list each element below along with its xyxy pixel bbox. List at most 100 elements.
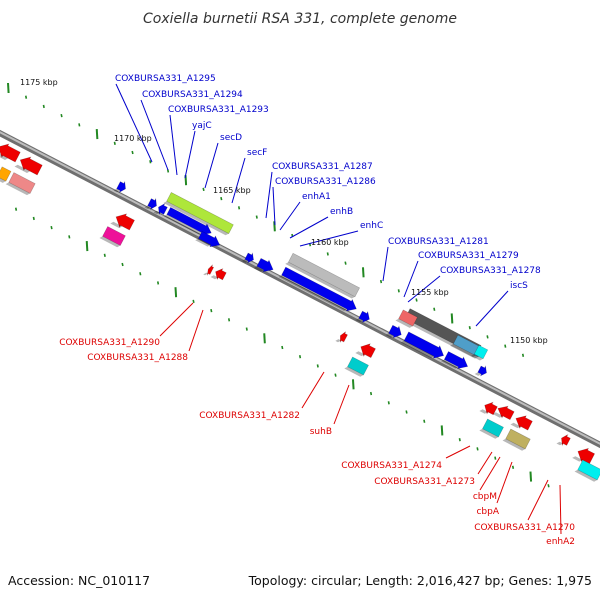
- gene-rev-arrow: [14, 156, 43, 176]
- leader-line: [279, 201, 301, 231]
- tick-mark: [220, 196, 223, 201]
- leader-line: [445, 445, 471, 459]
- tick-mark: [95, 129, 99, 140]
- leader-line: [333, 384, 350, 425]
- gene-cbpA-arrow: [556, 433, 571, 447]
- tick-mark: [433, 307, 436, 311]
- kbp-tick-label: 1170 kbp: [114, 134, 152, 143]
- gene-secD-bar: [163, 192, 234, 236]
- gene-A1278-arrow: [400, 331, 445, 359]
- tick-mark: [78, 123, 81, 127]
- kbp-tick-label: 1160 kbp: [311, 238, 349, 247]
- gene-label-reverse: suhB: [310, 427, 332, 437]
- leader-line: [301, 371, 325, 409]
- tick-mark: [547, 484, 550, 488]
- leader-line: [407, 275, 441, 303]
- gene-label-forward: COXBURSA331_A1287: [272, 162, 373, 172]
- leader-line: [403, 260, 419, 298]
- tick-mark: [210, 308, 213, 313]
- tick-mark: [50, 225, 53, 230]
- gene-label-forward: iscS: [510, 281, 528, 291]
- label-leader-lines: [115, 83, 562, 535]
- tick-mark: [227, 318, 231, 322]
- tick-mark: [351, 379, 355, 390]
- gene-label-forward: enhB: [330, 207, 353, 217]
- gene-label-forward: enhC: [360, 221, 383, 231]
- tick-mark: [273, 221, 276, 232]
- gene-labels: COXBURSA331_A1295COXBURSA331_A1294COXBUR…: [59, 74, 575, 547]
- gene-A1288-arrow: [210, 268, 227, 281]
- tick-mark: [156, 281, 160, 285]
- tick-mark: [423, 419, 426, 423]
- kbp-tick-label: 1150 kbp: [510, 336, 548, 345]
- tick-mark: [255, 215, 258, 219]
- gene-small-arrow: [113, 180, 126, 194]
- gene-label-forward: COXBURSA331_A1281: [388, 237, 489, 247]
- kbp-tick-label: 1175 kbp: [20, 78, 58, 87]
- leader-line: [272, 186, 276, 226]
- gene-label-forward: COXBURSA331_A1293: [168, 105, 269, 115]
- gene-label-reverse: cbpA: [476, 507, 499, 517]
- gene-label-reverse: COXBURSA331_A1270: [474, 523, 575, 533]
- gene-label-forward: COXBURSA331_A1294: [142, 90, 243, 100]
- leader-line: [289, 216, 329, 239]
- tick-mark: [121, 262, 124, 267]
- gene-A1290-bar: [99, 226, 126, 248]
- gene-rev-arrow: [492, 405, 515, 421]
- gene-iscS-bar: [450, 334, 484, 359]
- leader-line: [115, 83, 153, 163]
- leader-line: [477, 451, 493, 475]
- gene-A1286-arrow: [253, 257, 274, 273]
- leader-line: [140, 99, 169, 171]
- tick-mark: [504, 344, 507, 348]
- tick-mark: [494, 456, 497, 460]
- tick-mark: [202, 187, 205, 192]
- leader-line: [299, 230, 359, 247]
- leader-line: [159, 302, 194, 337]
- tick-mark: [24, 95, 28, 99]
- gene-small-arrow: [385, 324, 402, 339]
- tick-mark: [68, 235, 71, 239]
- gene-iscS-end: [471, 344, 489, 361]
- gene-small-rev: [335, 331, 348, 343]
- gene-small-rev: [203, 264, 215, 276]
- tick-mark: [103, 253, 106, 257]
- gene-rev-arrow: [0, 143, 21, 163]
- tick-mark: [60, 113, 63, 118]
- tick-mark: [85, 241, 89, 252]
- leader-line: [231, 157, 246, 204]
- leader-line: [475, 290, 509, 327]
- gene-A1282-arrow: [355, 343, 376, 359]
- leader-line: [265, 171, 273, 219]
- map-title: Coxiella burnetii RSA 331, complete geno…: [143, 11, 457, 27]
- gene-label-reverse: COXBURSA331_A1274: [341, 461, 442, 471]
- gene-small-arrow: [441, 351, 469, 370]
- gene-label-forward: secD: [220, 133, 242, 143]
- leader-line: [479, 456, 501, 491]
- gene-label-forward: enhA1: [302, 192, 331, 202]
- gene-label-reverse: cbpM: [473, 492, 497, 502]
- tick-mark: [298, 355, 302, 359]
- tick-mark: [415, 298, 418, 302]
- tick-mark: [361, 267, 365, 278]
- gene-rev-arrow: [510, 415, 533, 431]
- tick-mark: [387, 401, 390, 405]
- gene-A1270-bar: [574, 459, 600, 482]
- accession-text: Accession: NC_010117: [8, 573, 150, 588]
- tick-mark: [440, 425, 444, 436]
- gene-suhB-bar: [344, 356, 369, 377]
- tick-mark: [476, 447, 479, 451]
- gene-small-arrow: [355, 310, 370, 323]
- gene-label-forward: yajC: [192, 121, 212, 131]
- tick-mark: [237, 206, 241, 210]
- gene-label-reverse: enhA2: [546, 537, 575, 547]
- tick-mark: [326, 252, 329, 256]
- leader-line: [527, 479, 549, 521]
- gene-rev-bar: [5, 172, 36, 196]
- gene-small-arrow: [474, 365, 487, 377]
- tick-mark: [263, 333, 266, 344]
- leader-line: [188, 309, 204, 352]
- gene-A1274-bar: [479, 418, 504, 439]
